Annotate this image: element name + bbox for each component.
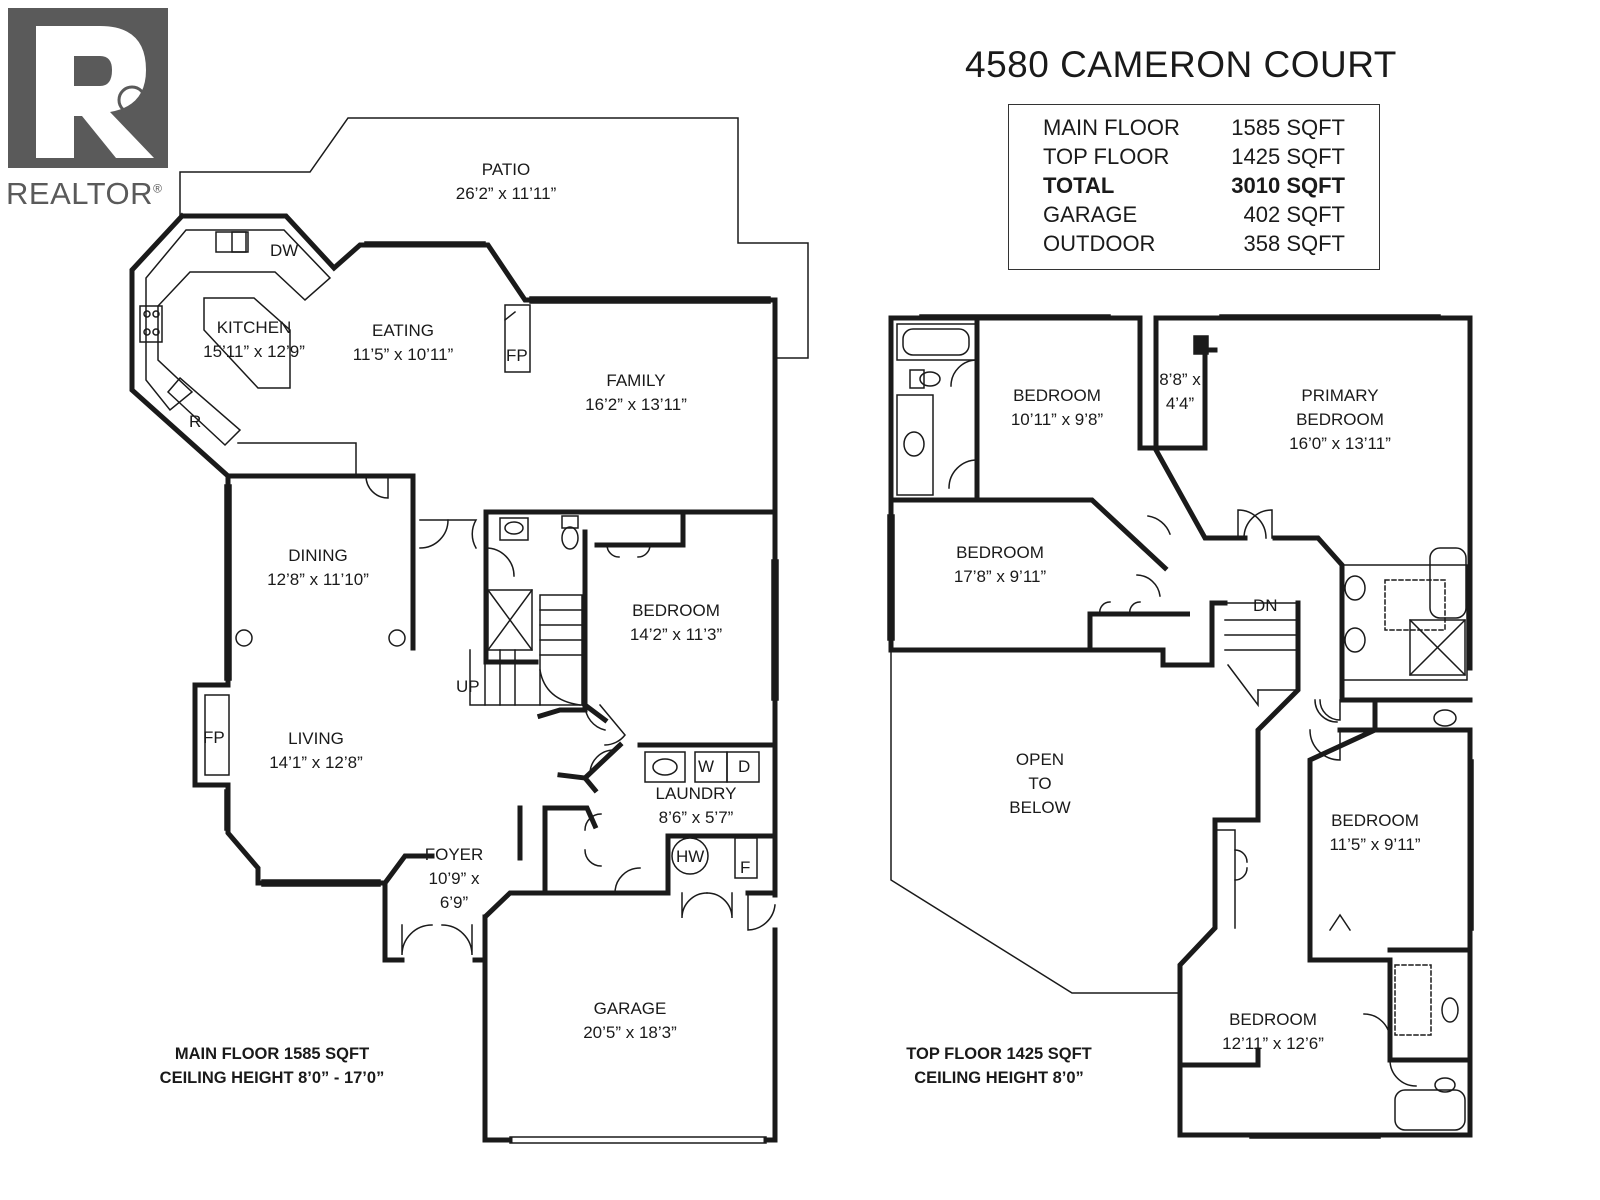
hot-water-tank-label: HW bbox=[676, 847, 705, 866]
main-floor-walls bbox=[129, 117, 809, 1143]
caption-line: CEILING HEIGHT 8’0” - 17’0” bbox=[159, 1069, 385, 1087]
room-dims: 6’9” bbox=[439, 893, 469, 912]
room-dims: 11’5” x 10’11” bbox=[352, 345, 454, 364]
fireplace-living-label: FP bbox=[203, 728, 225, 747]
room-bedroom-c: BEDROOM 11’5” x 9’11” bbox=[1329, 809, 1420, 857]
room-laundry: LAUNDRY 8’6” x 5’7” bbox=[656, 782, 737, 830]
room-bedroom-b: BEDROOM 17’8” x 9’11” bbox=[954, 541, 1046, 589]
realtor-logo bbox=[8, 8, 168, 178]
realtor-r-logo-icon bbox=[8, 8, 168, 168]
room-dims: 10’9” x bbox=[428, 869, 480, 888]
summary-row: GARAGE 402 SQFT bbox=[1043, 200, 1379, 229]
summary-row: MAIN FLOOR 1585 SQFT bbox=[1043, 113, 1379, 142]
room-dims: 26’2” x 11’11” bbox=[455, 184, 557, 203]
room-dims: 20’5” x 18’3” bbox=[583, 1023, 677, 1042]
summary-row: TOP FLOOR 1425 SQFT bbox=[1043, 142, 1379, 171]
open-label: OPEN bbox=[1015, 750, 1065, 769]
room-garage: GARAGE 20’5” x 18’3” bbox=[583, 997, 677, 1045]
room-dims: 12’11” x 12’6” bbox=[1222, 1034, 1324, 1053]
room-bedroom-d: BEDROOM 12’11” x 12’6” bbox=[1222, 1008, 1324, 1056]
open-label: BELOW bbox=[1009, 798, 1071, 817]
dryer-label: D bbox=[738, 757, 751, 776]
room-name: PRIMARY bbox=[1301, 386, 1379, 405]
room-name: LIVING bbox=[288, 729, 344, 748]
room-eating: EATING 11’5” x 10’11” bbox=[353, 319, 453, 367]
room-bedroom-a: BEDROOM 10’11” x 9’8” bbox=[1011, 384, 1103, 432]
room-family: FAMILY 16’2” x 13’11” bbox=[585, 369, 687, 417]
room-dining: DINING 12’8” x 11’10” bbox=[267, 544, 369, 592]
dishwasher-label: DW bbox=[270, 241, 299, 260]
registered-mark: ® bbox=[153, 181, 163, 196]
room-name: EATING bbox=[371, 321, 435, 340]
room-dims: 16’2” x 13’11” bbox=[585, 395, 687, 414]
summary-label: TOTAL bbox=[1043, 173, 1115, 198]
room-name: BEDROOM bbox=[632, 601, 720, 620]
caption-line: TOP FLOOR 1425 SQFT bbox=[906, 1045, 1092, 1063]
summary-label: MAIN FLOOR bbox=[1043, 115, 1180, 140]
top-floor-caption: TOP FLOOR 1425 SQFT CEILING HEIGHT 8’0” bbox=[906, 1042, 1092, 1090]
room-dims: 4’4” bbox=[1165, 394, 1195, 413]
summary-value: 358 SQFT bbox=[1243, 231, 1345, 256]
room-dims: 8’6” x 5’7” bbox=[658, 808, 734, 827]
room-name: LAUNDRY bbox=[655, 784, 737, 803]
room-name: BEDROOM bbox=[956, 543, 1044, 562]
room-foyer: FOYER 10’9” x 6’9” bbox=[425, 843, 484, 915]
caption-line: CEILING HEIGHT 8’0” bbox=[914, 1069, 1084, 1087]
room-walk-in-closet: 8’8” x 4’4” bbox=[1159, 368, 1201, 416]
stairs-up-label: UP bbox=[456, 677, 480, 696]
room-dims: 14’2” x 11’3” bbox=[629, 625, 723, 644]
summary-label: OUTDOOR bbox=[1043, 231, 1156, 256]
summary-row: OUTDOOR 358 SQFT bbox=[1043, 229, 1379, 258]
room-name: BEDROOM bbox=[1013, 386, 1101, 405]
fireplace-family-label: FP bbox=[506, 346, 528, 365]
room-dims: 17’8” x 9’11” bbox=[953, 567, 1047, 586]
room-dims: 15’11” x 12’9” bbox=[203, 342, 305, 361]
room-dims: 12’8” x 11’10” bbox=[267, 570, 369, 589]
summary-row: TOTAL 3010 SQFT bbox=[1043, 171, 1379, 200]
room-bedroom-main: BEDROOM 14’2” x 11’3” bbox=[630, 599, 722, 647]
summary-value: 402 SQFT bbox=[1243, 202, 1345, 227]
room-dims: 8’8” x bbox=[1159, 370, 1201, 389]
room-dims: 14’1” x 12’8” bbox=[269, 753, 363, 772]
realtor-wordmark: REALTOR® bbox=[6, 176, 162, 212]
room-name: PATIO bbox=[481, 160, 531, 179]
room-name: FOYER bbox=[424, 845, 484, 864]
room-name: FAMILY bbox=[606, 371, 666, 390]
room-patio: PATIO 26’2” x 11’11” bbox=[456, 158, 556, 206]
stairs-down-label: DN bbox=[1253, 596, 1278, 615]
realtor-wordmark-text: REALTOR bbox=[6, 176, 154, 211]
refrigerator-label: R bbox=[189, 412, 202, 431]
room-name: BEDROOM bbox=[1296, 410, 1384, 429]
summary-value: 1585 SQFT bbox=[1231, 115, 1345, 140]
summary-value: 1425 SQFT bbox=[1231, 144, 1345, 169]
main-floor-caption: MAIN FLOOR 1585 SQFT CEILING HEIGHT 8’0” … bbox=[160, 1042, 385, 1090]
room-primary-bedroom: PRIMARY BEDROOM 16’0” x 13’11” bbox=[1289, 384, 1391, 456]
open-label: TO bbox=[1028, 774, 1052, 793]
room-name: KITCHEN bbox=[216, 318, 292, 337]
room-dims: 11’5” x 9’11” bbox=[1329, 835, 1421, 854]
summary-value: 3010 SQFT bbox=[1231, 173, 1345, 198]
summary-label: TOP FLOOR bbox=[1043, 144, 1170, 169]
room-dims: 10’11” x 9’8” bbox=[1010, 410, 1104, 429]
room-name: BEDROOM bbox=[1331, 811, 1419, 830]
room-name: BEDROOM bbox=[1229, 1010, 1317, 1029]
room-name: GARAGE bbox=[593, 999, 667, 1018]
room-name: DINING bbox=[288, 546, 348, 565]
room-living: LIVING 14’1” x 12’8” bbox=[269, 727, 363, 775]
furnace-label: F bbox=[740, 858, 751, 877]
property-address: 4580 CAMERON COURT bbox=[965, 44, 1397, 85]
open-to-below: OPEN TO BELOW bbox=[1009, 748, 1070, 820]
main-floor-fixtures bbox=[139, 229, 779, 1144]
caption-line: MAIN FLOOR 1585 SQFT bbox=[174, 1045, 370, 1063]
room-kitchen: KITCHEN 15’11” x 12’9” bbox=[203, 316, 305, 364]
washer-label: W bbox=[698, 757, 715, 776]
summary-label: GARAGE bbox=[1043, 202, 1138, 227]
top-floor-fixtures bbox=[887, 314, 1474, 1139]
room-dims: 16’0” x 13’11” bbox=[1289, 434, 1391, 453]
